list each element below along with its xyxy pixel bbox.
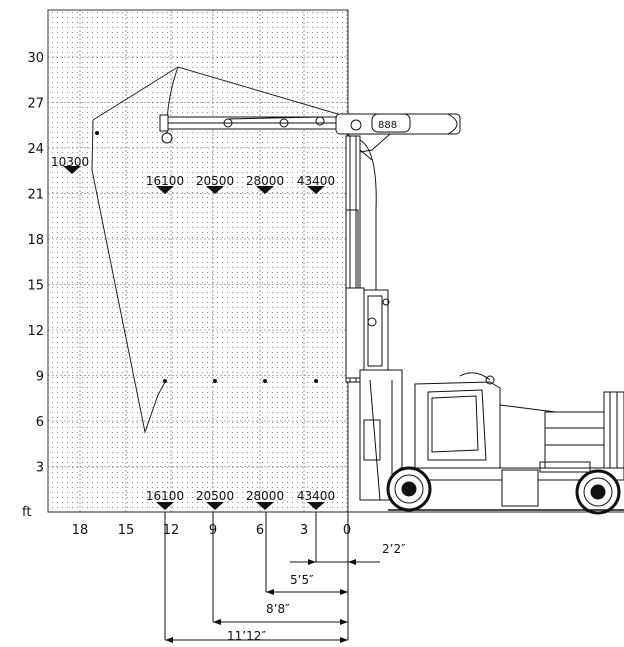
y-tick-label: 3 bbox=[36, 461, 44, 476]
y-tick-label: 9 bbox=[36, 370, 44, 385]
load-label-bottom: 20500 bbox=[196, 489, 234, 503]
dimension-lines bbox=[164, 512, 380, 643]
dimension-label: 8’8″ bbox=[266, 602, 290, 616]
x-tick-label: 6 bbox=[256, 523, 264, 538]
dimension-label: 2’2″ bbox=[382, 542, 406, 556]
y-tick-label: 30 bbox=[27, 51, 44, 66]
load-label-top: 28000 bbox=[246, 174, 284, 188]
y-tick-label: 15 bbox=[27, 279, 44, 294]
load-marker-bottom bbox=[206, 502, 224, 510]
load-label-top: 43400 bbox=[297, 174, 335, 188]
y-tick-label: 6 bbox=[36, 415, 44, 430]
load-point bbox=[314, 379, 318, 383]
y-tick-label: 18 bbox=[27, 233, 44, 248]
grid-lines bbox=[48, 10, 348, 512]
load-label-bottom: 43400 bbox=[297, 489, 335, 503]
load-marker-top bbox=[307, 186, 325, 194]
load-point bbox=[263, 379, 267, 383]
load-marker-top bbox=[256, 186, 274, 194]
dimension-label: 11’12″ bbox=[227, 629, 266, 643]
load-label-bottom: 16100 bbox=[146, 489, 184, 503]
load-marker-top bbox=[206, 186, 224, 194]
load-label-top: 16100 bbox=[146, 174, 184, 188]
y-tick-label: 12 bbox=[27, 324, 44, 339]
x-tick-label: 18 bbox=[72, 523, 89, 538]
x-tick-label: 15 bbox=[118, 523, 135, 538]
load-marker-bottom bbox=[156, 502, 174, 510]
grid-panel bbox=[47, 9, 349, 513]
x-tick-label: 0 bbox=[343, 523, 351, 538]
load-marker-bottom bbox=[256, 502, 274, 510]
range-envelope-left bbox=[91, 119, 166, 434]
y-unit-label: ft bbox=[22, 505, 31, 520]
load-point bbox=[163, 379, 167, 383]
envelope-point bbox=[95, 131, 99, 135]
y-tick-label: 24 bbox=[27, 142, 44, 157]
svg-text:888: 888 bbox=[378, 120, 397, 131]
load-point bbox=[213, 379, 217, 383]
extra-load-marker bbox=[63, 166, 81, 174]
extra-load-label: 10300 bbox=[51, 155, 89, 169]
y-tick-label: 21 bbox=[27, 188, 44, 203]
x-tick-label: 3 bbox=[300, 523, 308, 538]
dimension-label: 5’5″ bbox=[290, 573, 314, 587]
load-marker-bottom bbox=[307, 502, 325, 510]
machine-illustration: 888 bbox=[159, 113, 624, 515]
x-tick-label: 12 bbox=[163, 523, 180, 538]
y-tick-label: 27 bbox=[27, 97, 44, 112]
load-label-top: 20500 bbox=[196, 174, 234, 188]
load-label-bottom: 28000 bbox=[246, 489, 284, 503]
load-marker-top bbox=[156, 186, 174, 194]
